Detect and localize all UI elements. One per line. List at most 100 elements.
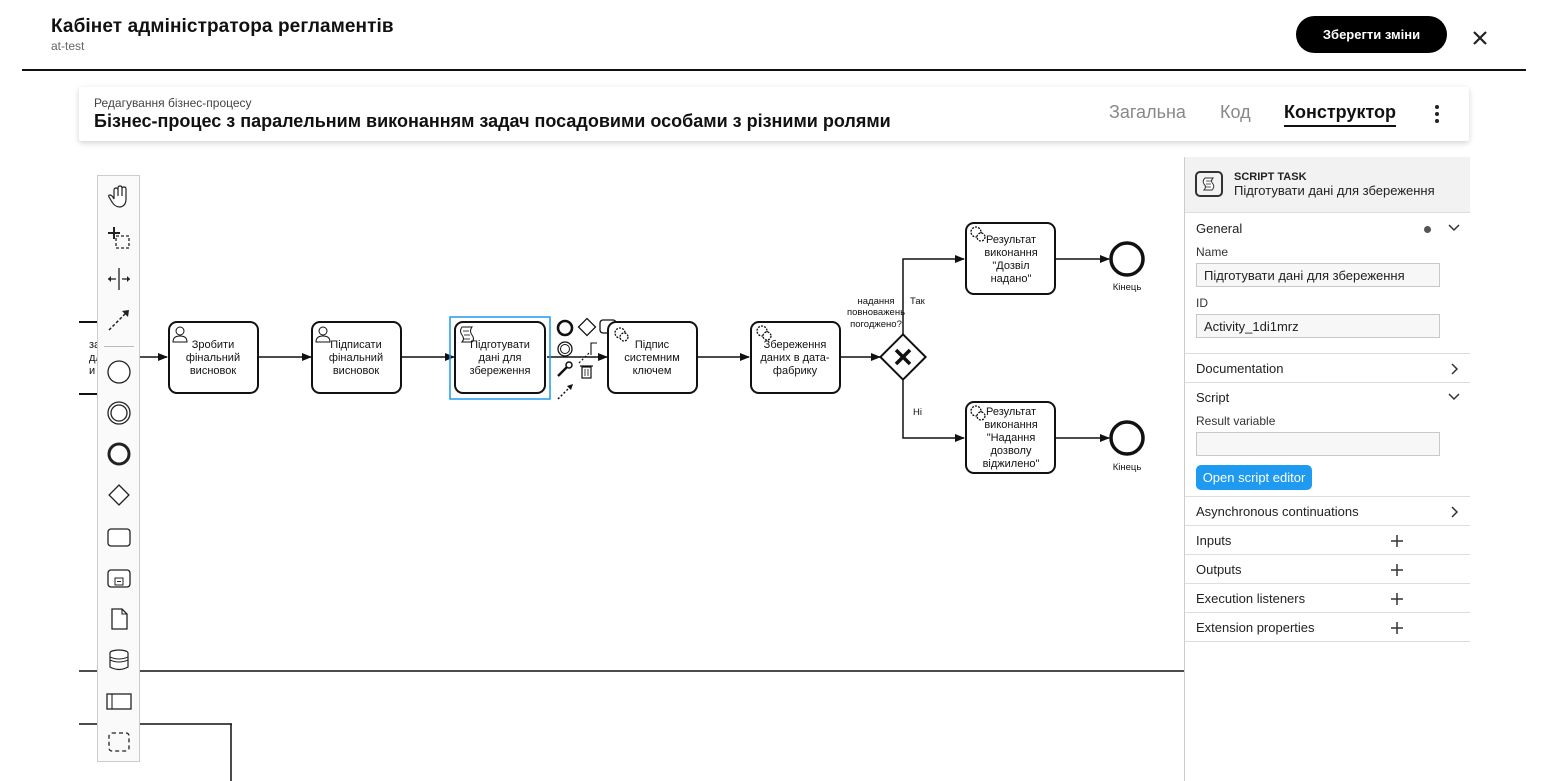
gateway-icon [108,484,130,506]
palette-group[interactable] [104,727,134,757]
section-documentation[interactable]: Documentation [1185,354,1470,383]
gateway-label-1: надання [858,296,895,307]
change-type-icon[interactable] [557,361,573,377]
save-changes-button[interactable]: Зберегти зміни [1296,16,1447,53]
sequence-flow-yes[interactable] [902,255,965,334]
task-sign-system-key[interactable]: Підпис системним ключем [607,321,698,394]
process-title: Бізнес-процес з паралельним виконанням з… [94,111,891,131]
append-gateway-icon[interactable] [577,317,597,337]
section-general: General Name ID [1185,214,1470,354]
flow-label-no: Ні [913,407,922,418]
more-menu-button[interactable] [1431,103,1443,125]
palette-space-tool[interactable] [104,264,134,294]
palette-global-connect[interactable] [104,305,134,335]
task-6-line-1: Результат [986,234,1036,246]
task-save-data-factory[interactable]: Збереження даних в дата- фабрику [750,321,841,394]
task-5-line-1: Збереження [764,339,827,351]
task-3-line-2: дані для [479,352,522,364]
palette-data-store[interactable] [104,645,134,675]
add-icon[interactable] [1390,621,1404,635]
tab-constructor[interactable]: Конструктор [1284,102,1397,127]
section-async[interactable]: Asynchronous continuations [1185,497,1470,526]
end-event-2-label: Кінець [1113,462,1142,473]
end-event-1-label: Кінець [1113,282,1142,293]
tab-general[interactable]: Загальна [1109,102,1186,122]
chevron-right-icon [1451,506,1459,518]
append-end-event-icon[interactable] [556,319,574,337]
task-2-line-2: фінальний [329,352,383,364]
app-subtitle: at-test [51,39,85,53]
task-7-line-5: віджилено" [983,458,1040,470]
palette-data-object[interactable] [104,604,134,634]
append-text-annotation-icon[interactable] [578,342,597,364]
sequence-flow-no[interactable] [902,380,965,442]
end-event-2[interactable] [1109,420,1145,456]
section-outputs-title: Outputs [1196,562,1242,577]
task-make-final-conclusion[interactable]: Зробити фінальний висновок [168,321,259,394]
palette-hand-tool[interactable] [104,182,134,212]
element-name: Підготувати дані для збереження [1234,183,1435,198]
task-5-line-2: даних в дата- [760,352,830,364]
chevron-down-icon[interactable] [1447,221,1461,235]
process-header-card: Редагування бізнес-процесу Бізнес-процес… [79,87,1469,141]
hand-tool-icon [108,185,127,208]
pool-icon [106,693,132,710]
open-script-editor-button[interactable]: Open script editor [1196,465,1312,490]
task-6-line-2: виконання [984,247,1037,259]
bpmn-diagram: зати для и Зробити фінальний висновок [79,222,1184,781]
element-type: SCRIPT TASK [1234,171,1307,183]
palette-end-event[interactable] [104,439,134,469]
end-event-1[interactable] [1109,241,1145,277]
add-icon[interactable] [1390,534,1404,548]
section-listeners-title: Execution listeners [1196,591,1306,606]
service-task-icon [970,226,986,242]
task-result-rejected[interactable]: Результат виконання "Надання дозволу від… [965,401,1056,474]
add-icon[interactable] [1390,592,1404,606]
section-general-title[interactable]: General [1196,221,1243,236]
task-2-line-1: Підписати [330,339,381,351]
connect-icon[interactable] [557,384,573,400]
task-sign-final-conclusion[interactable]: Підписати фінальний висновок [311,321,402,394]
script-task-icon [460,326,474,343]
section-outputs[interactable]: Outputs [1185,555,1470,584]
palette-pool[interactable] [104,686,134,716]
task-1-line-2: фінальний [186,352,240,364]
task-3-line-3: збереження [470,365,531,377]
script-task-icon [1195,171,1223,197]
add-icon[interactable] [1390,563,1404,577]
section-extension-properties[interactable]: Extension properties [1185,613,1470,642]
section-inputs[interactable]: Inputs [1185,526,1470,555]
palette-lasso-tool[interactable] [104,223,134,253]
exclusive-gateway[interactable] [878,332,928,382]
name-label: Name [1196,245,1229,259]
name-input[interactable] [1196,263,1440,287]
data-object-icon [111,608,128,630]
app-header: Кабінет адміністратора регламентів at-te… [0,0,1549,71]
palette-intermediate-event[interactable] [104,398,134,428]
id-input[interactable] [1196,314,1440,338]
id-label: ID [1196,296,1208,310]
close-button[interactable] [1466,24,1494,52]
palette-start-event[interactable] [104,357,134,387]
palette-subprocess[interactable] [104,563,134,593]
task-1-line-1: Зробити [192,339,235,351]
section-execution-listeners[interactable]: Execution listeners [1185,584,1470,613]
delete-icon[interactable] [580,365,593,379]
partial-task-text-3: и [89,365,95,377]
gateway-label-2: повноважень [847,307,905,318]
result-variable-input[interactable] [1196,432,1440,456]
palette-task[interactable] [104,522,134,552]
task-7-line-1: Результат [986,406,1036,418]
bpmn-canvas[interactable]: зати для и Зробити фінальний висновок [79,157,1184,781]
task-prepare-data-selected[interactable]: Підготувати дані для збереження [449,316,551,400]
palette-gateway[interactable] [104,480,134,510]
selection-outline [449,316,551,400]
section-script: Script Result variable [1185,383,1470,497]
tab-code[interactable]: Код [1220,102,1251,122]
task-result-granted[interactable]: Результат виконання "Дозвіл надано" [965,222,1056,295]
section-documentation-title: Documentation [1196,361,1284,376]
task-1-line-3: висновок [190,365,237,377]
task-4-line-1: Підпис [635,339,670,351]
chevron-down-icon[interactable] [1447,390,1461,404]
section-script-title[interactable]: Script [1196,390,1230,405]
